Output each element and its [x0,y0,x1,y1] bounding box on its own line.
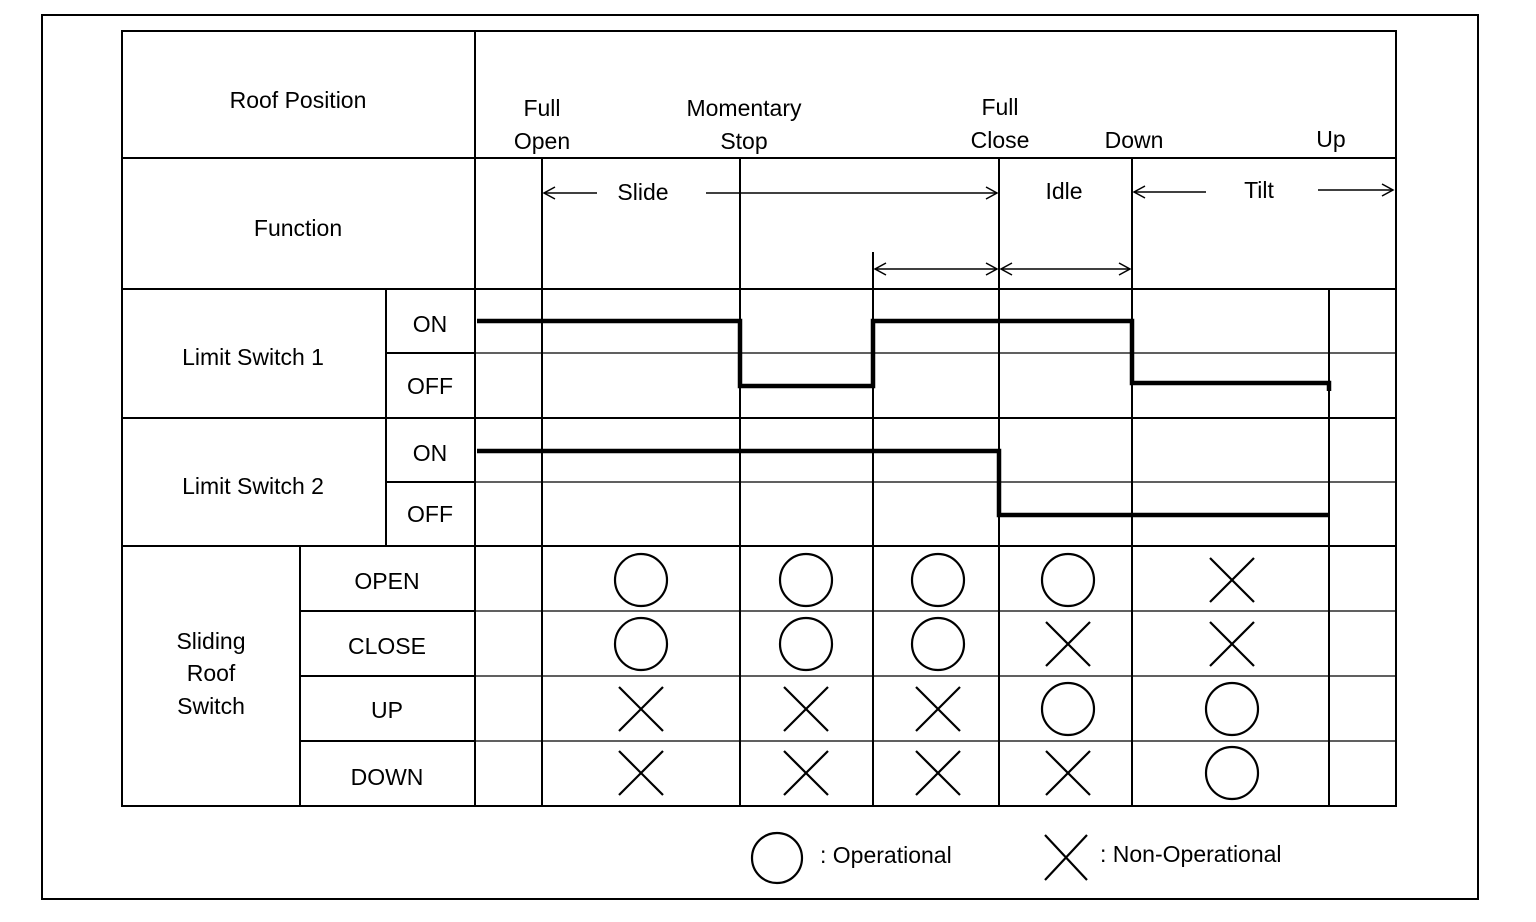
func-idle: Idle [1045,178,1082,204]
non-operational-icon-up-2 [783,686,829,732]
switch-row-close: CLOSE [348,633,426,659]
non-operational-icon-down-2 [783,750,829,796]
tilt-arrow [1132,183,1395,199]
operational-icon-up-4 [1040,681,1096,737]
legend-non-operational-icon [1044,834,1088,881]
non-operational-icon-down-3 [915,750,961,796]
operational-icon-down-5 [1204,745,1260,801]
resume-arrow [873,262,999,276]
operational-icon-open-3 [910,552,966,608]
operational-icon-open-4 [1040,552,1096,608]
slide-arrow [542,186,999,200]
function-header: Function [254,215,342,241]
sliding-roof-switch-line-3: Switch [177,693,245,719]
pos-full-close-1: Full [981,94,1018,120]
operational-icon-open-1 [613,552,669,608]
operation-matrix [613,552,1260,801]
limit-switch-2-off: OFF [407,501,453,527]
non-operational-icon-down-1 [618,750,664,796]
switch-row-open: OPEN [354,568,419,594]
non-operational-icon-up-3 [915,686,961,732]
switch-row-up: UP [371,697,403,723]
operational-icon-close-3 [910,616,966,672]
legend-non-operational-label: : Non-Operational [1100,841,1282,867]
non-operational-icon-close-4 [1045,621,1091,667]
limit-switch-1-on: ON [413,311,448,337]
legend-operational-icon [750,831,804,885]
func-slide: Slide [617,179,668,205]
pos-down: Down [1105,127,1164,153]
pos-up: Up [1316,126,1345,152]
outer-frame [41,14,1479,900]
limit-switch-1-label: Limit Switch 1 [182,344,324,370]
pos-momentary-stop-1: Momentary [686,95,802,121]
switch-row-down: DOWN [351,764,424,790]
operational-icon-open-2 [778,552,834,608]
pos-full-open-1: Full [523,95,560,121]
non-operational-icon-close-5 [1209,621,1255,667]
limit-switch-2-waveform [477,448,1329,518]
operational-icon-close-2 [778,616,834,672]
sliding-roof-switch-line-2: Roof [187,660,236,686]
pos-full-close-2: Close [971,127,1030,153]
limit-switch-2-on: ON [413,440,448,466]
legend-operational-label: : Operational [820,842,952,868]
pos-momentary-stop-2: Stop [720,128,767,154]
non-operational-icon-up-1 [618,686,664,732]
limit-switch-1-off: OFF [407,373,453,399]
roof-position-header: Roof Position [230,87,367,113]
non-operational-icon-open-5 [1209,557,1255,603]
operational-icon-close-1 [613,616,669,672]
pos-full-open-2: Open [514,128,570,154]
limit-switch-1-waveform [477,318,1332,391]
func-tilt: Tilt [1244,177,1274,203]
sliding-roof-switch-line-1: Sliding [176,628,245,654]
non-operational-icon-down-4 [1045,750,1091,796]
operational-icon-up-5 [1204,681,1260,737]
limit-switch-2-label: Limit Switch 2 [182,473,324,499]
idle-arrow [999,262,1132,276]
